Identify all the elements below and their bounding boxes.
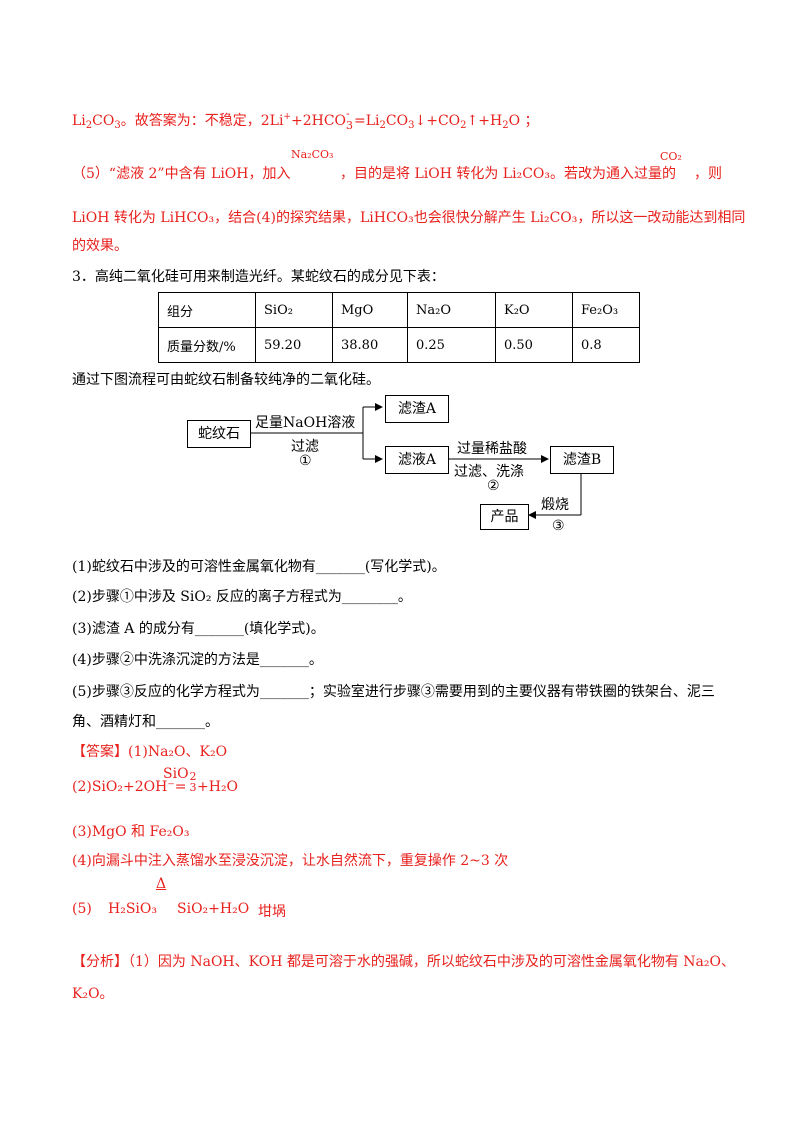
flow-intro: 通过下图流程可由蛇纹石制备较纯净的二氧化硅。 — [72, 372, 380, 388]
question-1: (1)蛇纹石中涉及的可溶性金属氧化物有_______(写化学式)。 — [72, 559, 446, 575]
flow-step2-num: ② — [487, 478, 500, 494]
flow-step1-bottom: 过滤 — [291, 439, 319, 455]
question-3: (3)滤渣 A 的成分有_______(填化学式)。 — [72, 621, 325, 637]
table-cell: 0.8 — [572, 327, 640, 363]
table-header-row: 组分 SiO₂ MgO Na₂O K₂O Fe₂O₃ — [158, 292, 640, 328]
answer-5-reactant: H₂SiO₃ — [108, 901, 157, 917]
na2co3-formula: Na₂CO₃ — [291, 148, 334, 161]
answer-1: (1)Na₂O、K₂O — [128, 744, 228, 760]
table-row: 质量分数/% 59.20 38.80 0.25 0.50 0.8 — [158, 327, 640, 363]
answer-5-product: SiO₂+H₂O — [177, 901, 250, 917]
answer-3: (3)MgO 和 Fe₂O₃ — [72, 824, 190, 840]
flow-product-box: 产品 — [480, 504, 529, 530]
table-cell: Na₂O — [407, 292, 496, 328]
answer-line-1: 【答案】(1)Na₂O、K₂O — [72, 741, 227, 761]
question-4: (4)步骤②中洗涤沉淀的方法是_______。 — [72, 652, 323, 668]
flow-step1-top: 足量NaOH溶液 — [255, 415, 356, 431]
flow-step3-label: 煅烧 — [541, 497, 569, 513]
q3-intro: 3．高纯二氧化硅可用来制造光纤。某蛇纹石的成分见下表： — [72, 269, 445, 285]
table-cell: 0.25 — [407, 327, 496, 363]
analysis-line-1: 【分析】（1）因为 NaOH、KOH 都是可溶于水的强碱，所以蛇纹石中涉及的可溶… — [72, 954, 735, 970]
flow-residue-a-box: 滤渣A — [385, 395, 449, 423]
table-cell: 38.80 — [332, 327, 408, 363]
answer-5-line3: 的效果。 — [72, 238, 128, 254]
flow-residue-b-box: 滤渣B — [550, 446, 614, 474]
analysis-line-2: K₂O。 — [72, 986, 114, 1002]
table-cell: 59.20 — [255, 327, 333, 363]
answer-5-line1c: ，则 — [694, 166, 722, 182]
answer-2-left: (2)SiO₂+2OH⁻= — [72, 779, 187, 795]
answer-5-line2: LiOH 转化为 LiHCO₃，结合(4)的探究结果，LiHCO₃也会很快分解产… — [72, 210, 746, 226]
answer-5-condition: Δ — [156, 876, 167, 892]
table-cell: 质量分数/% — [158, 327, 256, 363]
answer-tag: 【答案】 — [72, 744, 128, 760]
answer-5-line1a: （5）“滤液 2”中含有 LiOH，加入 — [72, 166, 291, 182]
answer-2-right: +H₂O — [197, 779, 239, 795]
flow-start-box: 蛇纹石 — [187, 420, 251, 448]
flow-arrows — [250, 403, 582, 519]
flow-step2-bottom: 过滤、洗涤 — [454, 464, 524, 480]
question-2: (2)步骤①中涉及 SiO₂ 反应的离子方程式为________。 — [72, 589, 412, 605]
answer-4: (4)向漏斗中注入蒸馏水至浸没沉淀，让水自然流下，重复操作 2~3 次 — [72, 853, 509, 869]
question-5: (5)步骤③反应的化学方程式为_______；实验室进行步骤③需要用到的主要仪器… — [72, 684, 715, 700]
question-5-cont: 角、酒精灯和_______。 — [72, 714, 219, 730]
flow-filtrate-a-box: 滤液A — [385, 446, 449, 474]
co2-formula: CO₂ — [660, 150, 682, 163]
flow-step3-num: ③ — [552, 518, 565, 534]
table-cell: MgO — [332, 292, 408, 328]
answer-line-li2co3: Li2CO3。故答案为：不稳定，2Li++2HCO-3=Li2CO3↓+CO2↑… — [72, 107, 539, 132]
answer-5-line1b: ，目的是将 LiOH 转化为 Li₂CO₃。若改为通入过量的 — [340, 166, 676, 182]
composition-table: 组分 SiO₂ MgO Na₂O K₂O Fe₂O₃ 质量分数/% 59.20 … — [158, 292, 640, 363]
analysis-tag: 【分析】 — [72, 954, 128, 970]
answer-5-tool: 坩埚 — [258, 904, 286, 920]
flow-step1-num: ① — [299, 453, 312, 469]
flow-step2-top: 过量稀盐酸 — [457, 441, 527, 457]
answer-5-num: (5) — [72, 901, 92, 917]
table-cell: 0.50 — [495, 327, 573, 363]
table-cell: Fe₂O₃ — [572, 292, 640, 328]
